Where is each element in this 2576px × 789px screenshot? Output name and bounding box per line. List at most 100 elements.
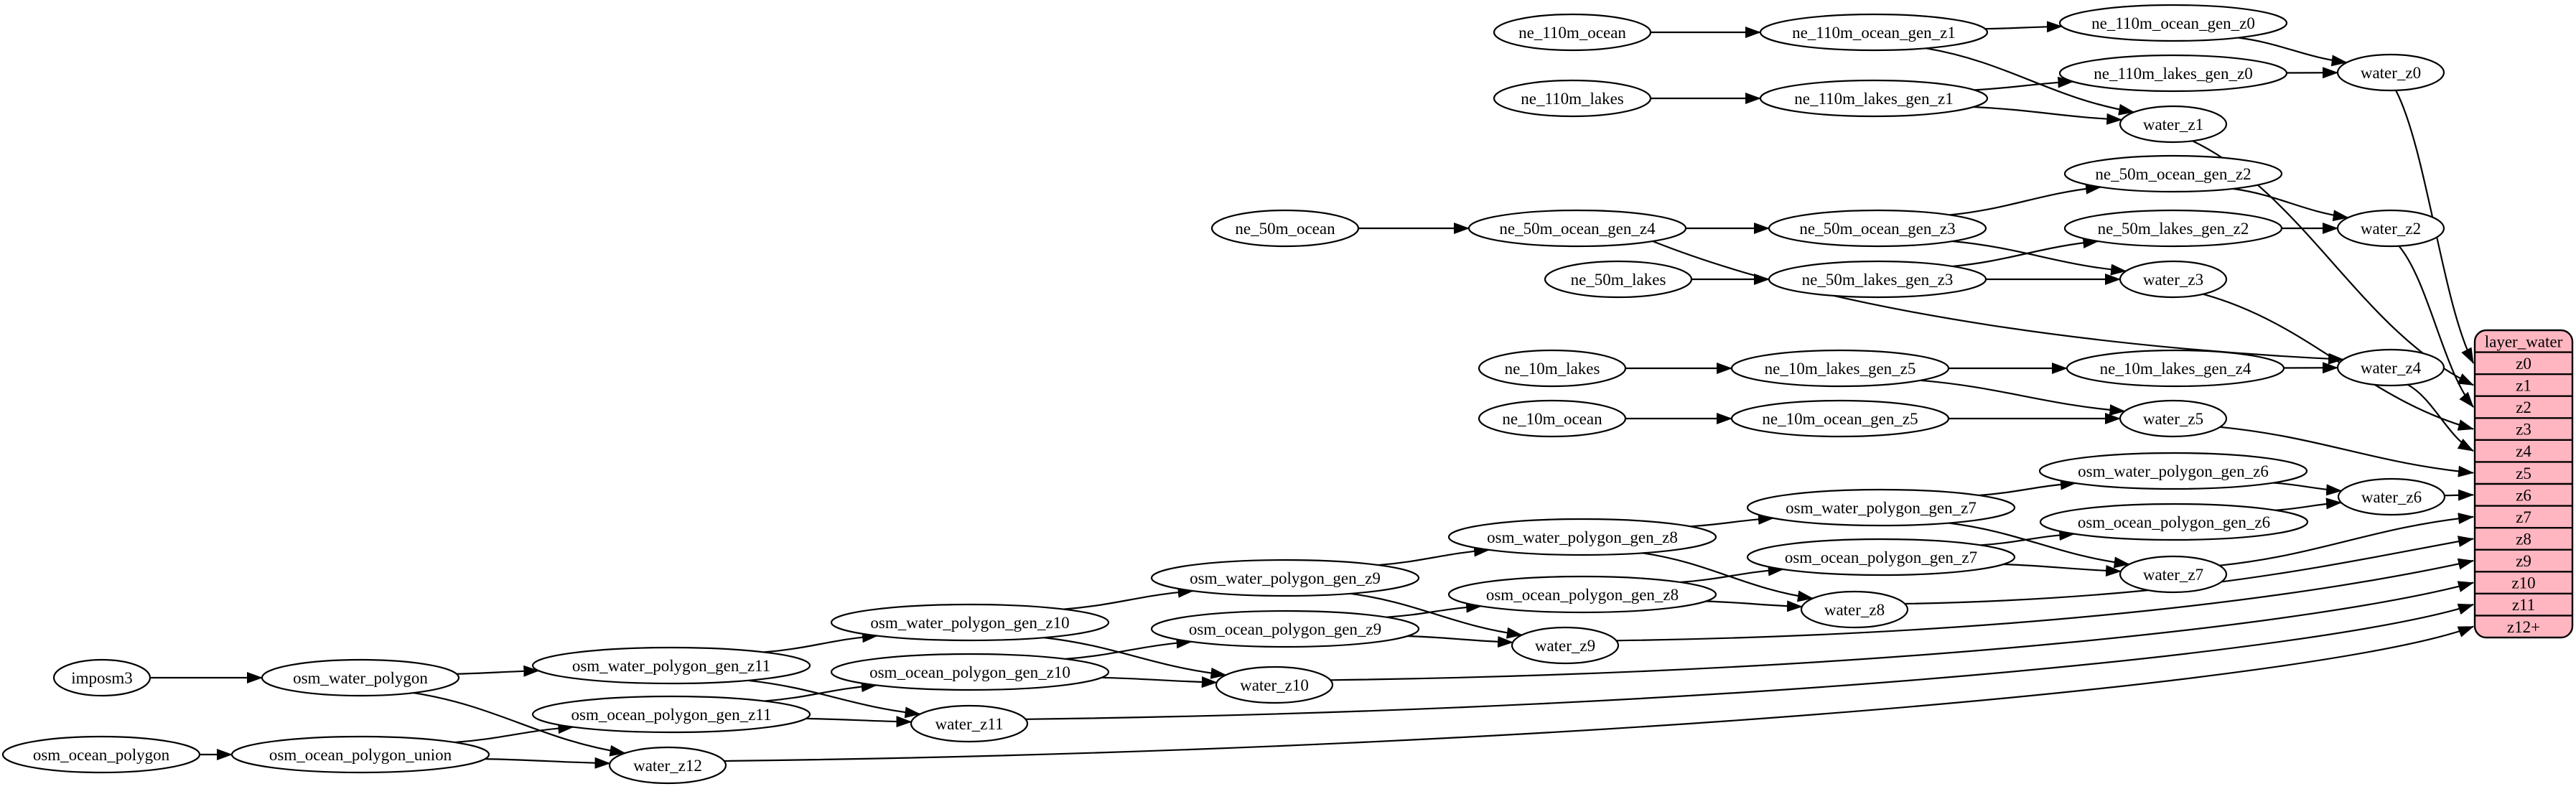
node-shape — [830, 653, 1110, 691]
edge-osm_water_polygon_gen_z9-to-water_z9 — [1350, 592, 1523, 639]
node-label: water_z8 — [1824, 601, 1885, 619]
node-shape — [1746, 488, 2016, 527]
node-water_z1: water_z1 — [2119, 105, 2228, 144]
node-shape — [1478, 349, 1627, 388]
node-osm_ocean_polygon_gen_z9: osm_ocean_polygon_gen_z9 — [1150, 610, 1420, 648]
edge-osm_ocean_polygon_gen_z9-to-osm_ocean_polygon_gen_z8 — [1386, 601, 1483, 618]
edge-osm_water_polygon_gen_z7-to-water_z7 — [1949, 522, 2130, 569]
node-osm_ocean_polygon_gen_z7: osm_ocean_polygon_gen_z7 — [1746, 538, 2016, 576]
edge-osm_ocean_polygon_gen_z10-to-osm_ocean_polygon_gen_z9 — [1065, 637, 1193, 660]
record-row-z3: z3 — [2516, 421, 2531, 439]
edge-osm_ocean_polygon_gen_z7-to-water_z7 — [2003, 563, 2122, 577]
edge-layer — [150, 21, 2474, 769]
node-shape — [1493, 79, 1652, 118]
edge-osm_ocean_polygon_gen_z11-to-water_z11 — [806, 716, 913, 728]
record-row-z1: z1 — [2516, 376, 2531, 394]
edge-ne_110m_ocean_gen_z1-to-ne_110m_ocean_gen_z0 — [1984, 21, 2063, 33]
node-osm_water_polygon_gen_z10: osm_water_polygon_gen_z10 — [830, 603, 1110, 642]
node-label: ne_10m_ocean — [1502, 410, 1602, 428]
node-shape — [52, 658, 151, 697]
node-label: water_z6 — [2361, 488, 2422, 506]
node-label: osm_water_polygon — [293, 669, 428, 687]
node-shape — [2119, 105, 2228, 144]
edge-osm_water_polygon_gen_z6-to-water_z6 — [2273, 482, 2343, 496]
node-label: imposm3 — [71, 669, 133, 687]
edge-water_z8-to-layer_water-z8 — [1905, 536, 2474, 605]
node-ne_10m_lakes: ne_10m_lakes — [1478, 349, 1627, 388]
node-water_z6: water_z6 — [2337, 477, 2446, 516]
node-shape — [1493, 13, 1652, 52]
node-shape — [2119, 399, 2228, 438]
node-water_z7: water_z7 — [2119, 555, 2228, 594]
node-label: osm_ocean_polygon_gen_z6 — [2078, 513, 2270, 531]
record-row-z6: z6 — [2516, 486, 2531, 504]
edge-osm_water_polygon_gen_z11-to-water_z11 — [747, 679, 921, 719]
node-ne_110m_lakes: ne_110m_lakes — [1493, 79, 1652, 118]
node-shape — [608, 746, 727, 785]
edge-osm_ocean_polygon_gen_z8-to-osm_ocean_polygon_gen_z7 — [1680, 564, 1784, 584]
node-water_z10: water_z10 — [1215, 666, 1334, 704]
node-shape — [1511, 626, 1620, 665]
node-label: water_z5 — [2143, 410, 2203, 428]
edge-ne_10m_lakes_gen_z5-to-water_z5 — [1920, 379, 2126, 416]
record-row-z12+: z12+ — [2507, 618, 2540, 636]
node-shape — [910, 704, 1029, 743]
node-label: ne_110m_ocean_gen_z0 — [2091, 14, 2255, 32]
node-osm_ocean_polygon_union: osm_ocean_polygon_union — [230, 735, 490, 774]
node-osm_water_polygon: osm_water_polygon — [261, 658, 460, 697]
node-shape — [1544, 260, 1693, 299]
node-shape — [1467, 209, 1687, 248]
edge-osm_ocean_polygon_gen_z8-to-water_z8 — [1705, 600, 1803, 612]
edge-ne_50m_ocean_gen_z2-to-water_z2 — [2233, 187, 2349, 222]
node-shape — [1768, 260, 1987, 299]
node-imposm3: imposm3 — [52, 658, 151, 697]
node-label: ne_50m_ocean_gen_z2 — [2095, 165, 2251, 183]
node-label: ne_50m_ocean_gen_z3 — [1799, 220, 1955, 238]
node-shape — [1800, 590, 1909, 629]
edge-ne_110m_lakes_gen_z1-to-water_z1 — [1973, 106, 2123, 125]
node-shape — [1150, 610, 1420, 648]
edge-water_z2-to-layer_water-z2 — [2398, 245, 2474, 408]
node-label: water_z7 — [2143, 566, 2203, 584]
edge-ne_50m_ocean_gen_z3-to-water_z3 — [1952, 240, 2127, 276]
node-shape — [2063, 209, 2283, 248]
node-label: ne_50m_lakes_gen_z2 — [2098, 220, 2249, 238]
node-label: osm_water_polygon_gen_z10 — [870, 614, 1069, 632]
node-label: osm_water_polygon_gen_z6 — [2078, 462, 2269, 480]
node-ne_50m_ocean_gen_z2: ne_50m_ocean_gen_z2 — [2063, 154, 2283, 193]
node-shape — [531, 646, 811, 685]
node-ne_110m_ocean_gen_z0: ne_110m_ocean_gen_z0 — [2058, 4, 2288, 42]
node-shape — [1730, 399, 1950, 438]
node-label: ne_50m_lakes_gen_z3 — [1802, 271, 1954, 289]
edge-osm_ocean_polygon_gen_z11-to-osm_ocean_polygon_gen_z10 — [765, 681, 877, 702]
node-label: osm_ocean_polygon_union — [269, 746, 452, 764]
edge-osm_ocean_polygon_union-to-osm_ocean_polygon_gen_z11 — [454, 722, 574, 744]
node-water_z8: water_z8 — [1800, 590, 1909, 629]
node-label: osm_water_polygon_gen_z9 — [1190, 569, 1381, 587]
node-label: water_z10 — [1240, 676, 1309, 694]
node-ne_50m_lakes_gen_z2: ne_50m_lakes_gen_z2 — [2063, 209, 2283, 248]
node-water_z2: water_z2 — [2336, 209, 2445, 248]
edge-osm_water_polygon_gen_z10-to-water_z10 — [1043, 637, 1227, 679]
node-osm_ocean_polygon_gen_z6: osm_ocean_polygon_gen_z6 — [2039, 503, 2309, 541]
node-shape — [830, 603, 1110, 642]
node-label: ne_110m_ocean — [1518, 24, 1626, 42]
record-row-z9: z9 — [2516, 552, 2531, 570]
node-label: water_z3 — [2143, 271, 2203, 289]
node-shape — [261, 658, 460, 697]
node-shape — [2058, 4, 2288, 42]
node-osm_water_polygon_gen_z9: osm_water_polygon_gen_z9 — [1150, 559, 1420, 597]
node-ne_10m_lakes_gen_z5: ne_10m_lakes_gen_z5 — [1730, 349, 1950, 388]
record-row-z11: z11 — [2512, 596, 2535, 614]
record-row-z10: z10 — [2511, 574, 2535, 592]
node-shape — [1, 735, 201, 774]
node-label: ne_50m_ocean_gen_z4 — [1499, 220, 1656, 238]
edge-ne_50m_lakes_gen_z3-to-ne_50m_lakes_gen_z2 — [1952, 237, 2099, 268]
node-osm_ocean_polygon_gen_z8: osm_ocean_polygon_gen_z8 — [1447, 575, 1717, 614]
node-label: ne_10m_lakes_gen_z4 — [2100, 360, 2251, 378]
node-water_z5: water_z5 — [2119, 399, 2228, 438]
node-label: water_z11 — [935, 715, 1004, 733]
node-label: ne_50m_ocean — [1235, 220, 1335, 238]
